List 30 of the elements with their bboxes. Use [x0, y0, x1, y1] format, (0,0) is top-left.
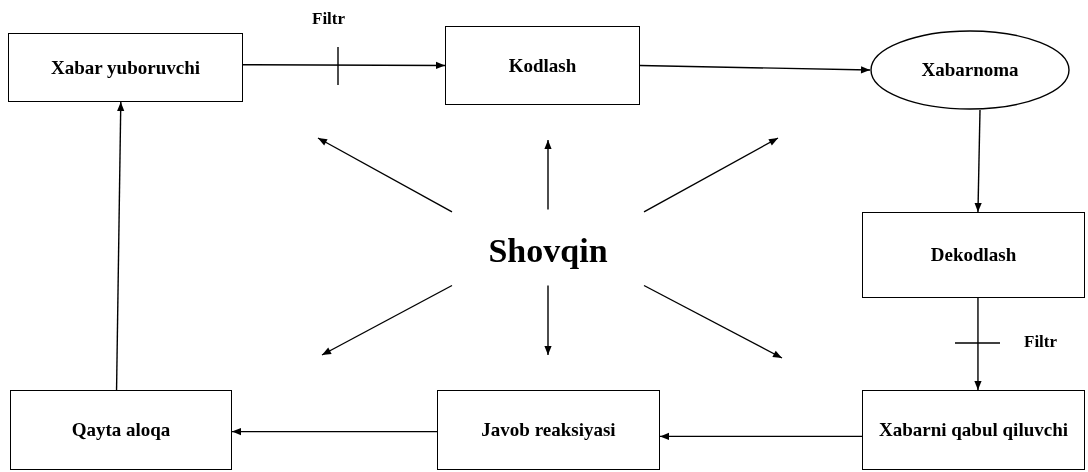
arrow — [231, 428, 438, 436]
arrow — [659, 432, 863, 440]
message-ellipse — [870, 30, 1070, 110]
arrow — [643, 284, 783, 359]
edge-label: Filtr — [312, 10, 346, 27]
arrow — [639, 64, 871, 74]
node-label: Shovqin — [488, 234, 608, 268]
arrow — [115, 101, 125, 391]
arrow — [974, 297, 982, 391]
node-label: Xabarnoma — [921, 58, 1019, 82]
process-box — [862, 390, 1085, 470]
node-label: Dekodlash — [930, 243, 1017, 267]
arrow — [321, 284, 453, 356]
arrow — [544, 139, 552, 211]
arrow — [643, 137, 779, 213]
edge-label: Filtr — [1024, 333, 1058, 350]
node-label: Xabarni qabul qiluvchi — [879, 418, 1068, 442]
arrow — [242, 61, 446, 70]
node-label: Kodlash — [508, 53, 577, 78]
process-box — [10, 390, 232, 470]
arrow — [974, 109, 982, 213]
process-box — [862, 212, 1085, 298]
arrow — [544, 284, 552, 356]
process-box — [437, 390, 660, 470]
process-box — [8, 33, 243, 102]
node-label: Javob reaksiyasi — [481, 418, 616, 442]
node-label: Qayta aloqa — [71, 418, 171, 442]
arrow — [317, 137, 453, 213]
process-box — [445, 26, 640, 105]
node-label: Xabar yuboruvchi — [50, 55, 200, 80]
